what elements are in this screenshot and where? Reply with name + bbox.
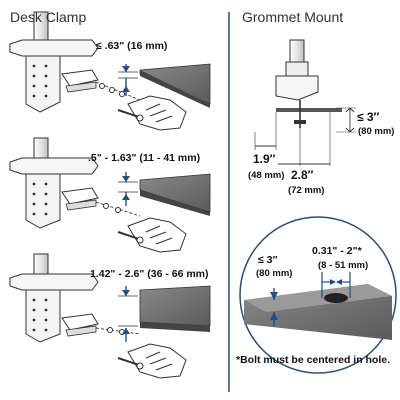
grommet-thickness-metric: (80 mm) xyxy=(358,126,395,137)
clamp-range-3: 1.42" - 2.6" (36 - 66 mm) xyxy=(90,268,209,280)
grommet-thickness-imperial: ≤ 3″ xyxy=(357,110,380,124)
bolt-footnote: *Bolt must be centered in hole. xyxy=(236,354,391,366)
desk-clamp-panel-3 xyxy=(9,253,211,379)
detail-thickness-metric: (80 mm) xyxy=(256,268,293,279)
detail-hole-imperial: 0.31" - 2"* xyxy=(312,245,362,257)
thickness-marker xyxy=(118,64,138,96)
clamp-range-2: .5" - 1.63" (11 - 41 mm) xyxy=(88,152,201,164)
grommet-width-imperial: 2.8″ xyxy=(291,168,314,182)
detail-thickness-imperial: ≤ 3″ xyxy=(258,254,278,266)
grommet-mount-side-view xyxy=(254,39,356,166)
grommet-mount-heading: Grommet Mount xyxy=(242,9,344,25)
grommet-hole-detail xyxy=(239,216,397,374)
grommet-width-metric: (72 mm) xyxy=(288,185,325,196)
desk-clamp-panel-1 xyxy=(9,11,211,131)
hand-with-hex-key xyxy=(117,95,187,131)
grommet-depth-imperial: 1.9″ xyxy=(253,152,276,166)
grommet-depth-metric: (48 mm) xyxy=(248,170,285,181)
detail-hole-metric: (8 - 51 mm) xyxy=(318,260,369,271)
desk-clamp-heading: Desk Clamp xyxy=(10,9,87,25)
clamp-plate xyxy=(25,55,61,113)
clamp-range-1: ≤ .63" (16 mm) xyxy=(96,40,168,52)
desk-clamp-panel-2 xyxy=(9,137,211,253)
